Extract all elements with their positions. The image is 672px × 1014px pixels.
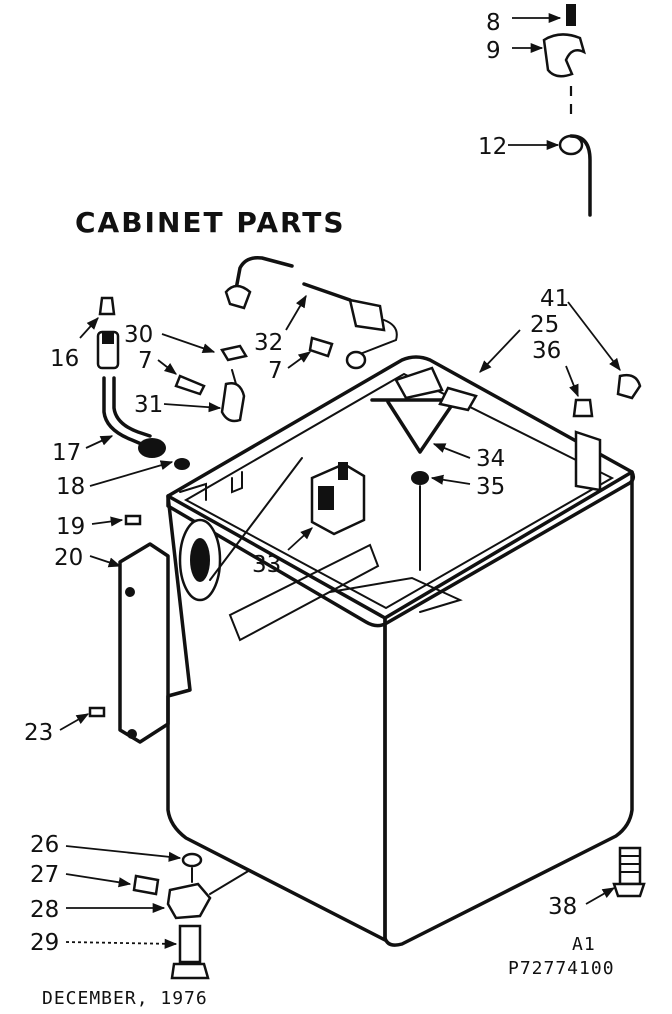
callout-labels: 8 9 12 16 17 18 19 20 23 26 27 28 29 30 … — [24, 10, 577, 956]
leveling-leg-right — [612, 846, 646, 898]
callout-34: 34 — [476, 446, 505, 472]
callout-17: 17 — [52, 440, 81, 466]
figure-code: A1 — [572, 934, 596, 955]
callout-33: 33 — [252, 552, 281, 578]
part-number: P72774100 — [508, 958, 615, 979]
switch-and-wiring-parts — [174, 255, 398, 581]
callout-8: 8 — [486, 10, 501, 36]
callout-30: 30 — [124, 322, 153, 348]
callout-27: 27 — [30, 862, 59, 888]
callout-35: 35 — [476, 474, 505, 500]
callout-18: 18 — [56, 474, 85, 500]
callout-7b: 7 — [268, 358, 283, 384]
callout-36: 36 — [532, 338, 561, 364]
callout-9: 9 — [486, 38, 501, 64]
callout-31: 31 — [134, 392, 163, 418]
diagram-date: DECEMBER, 1976 — [42, 988, 208, 1009]
callout-38: 38 — [548, 894, 577, 920]
callout-19: 19 — [56, 514, 85, 540]
hose-clamp-assembly — [542, 4, 592, 217]
hose-parts-left — [96, 296, 190, 470]
callout-16: 16 — [50, 346, 79, 372]
callout-26: 26 — [30, 832, 59, 858]
callout-25: 25 — [530, 312, 559, 338]
callout-32: 32 — [254, 330, 283, 356]
callout-23: 23 — [24, 720, 53, 746]
leader-lines — [59, 12, 621, 949]
callout-7a: 7 — [138, 348, 153, 374]
callout-29: 29 — [30, 930, 59, 956]
diagram-title: CABINET PARTS — [75, 206, 346, 239]
leveling-leg-parts — [132, 852, 251, 980]
callout-12: 12 — [478, 134, 507, 160]
cabinet-body — [166, 355, 636, 947]
callout-20: 20 — [54, 545, 83, 571]
callout-41: 41 — [540, 286, 569, 312]
rear-panel — [88, 514, 170, 744]
right-top-parts — [411, 373, 642, 571]
callout-28: 28 — [30, 897, 59, 923]
